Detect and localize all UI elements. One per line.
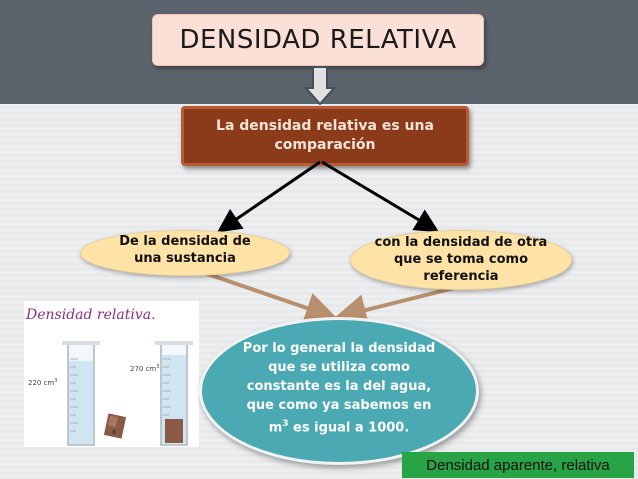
right-cylinder-sup: 3: [156, 364, 159, 370]
left-node: De la densidad de una sustancia: [80, 230, 290, 276]
comparison-box: La densidad relativa es una comparación: [181, 106, 469, 166]
right-node: con la densidad de otra que se toma como…: [350, 230, 572, 290]
footer-text: Densidad aparente, relativa: [426, 456, 610, 474]
title-box: DENSIDAD RELATIVA: [152, 14, 484, 66]
footer-label: Densidad aparente, relativa: [402, 452, 634, 478]
diagram-title: DENSIDAD RELATIVA: [179, 25, 457, 55]
center-node-line-3: constante es la del agua,: [246, 378, 432, 394]
svg-text:220 cm3: 220 cm3: [28, 378, 57, 387]
svg-text:270 cm3: 270 cm3: [130, 364, 159, 373]
comparison-line-1: La densidad relativa es una: [216, 118, 434, 134]
right-cylinder-label: 270 cm: [130, 365, 156, 373]
center-node-line-2: que se utiliza como: [268, 359, 410, 375]
center-node: Por lo general la densidad que se utiliz…: [199, 317, 479, 465]
connector-right: [321, 160, 440, 233]
center-node-line-1: Por lo general la densidad: [242, 340, 436, 356]
down-arrow-icon: [304, 66, 336, 106]
connector-right-to-center: [334, 284, 463, 326]
left-node-line-1: De la densidad de: [119, 234, 251, 249]
right-node-line-1: con la densidad de otra: [374, 235, 548, 250]
comparison-line-2: comparación: [274, 137, 376, 153]
left-cylinder-label: 220 cm: [28, 379, 54, 387]
cylinder-illustration: Densidad relativa. 220 cm3 x: [24, 301, 199, 447]
object-label: x: [112, 428, 116, 436]
center-node-line-5: m3 es igual a 1000.: [243, 415, 435, 437]
connector-left-to-center: [195, 268, 338, 324]
center-node-unit-sup: 3: [282, 418, 289, 429]
right-node-line-2: que se toma como: [393, 252, 529, 267]
center-node-line-4: que como ya sabemos en: [246, 397, 432, 413]
center-node-value: es igual a 1000.: [288, 420, 410, 436]
left-node-line-2: una sustancia: [134, 251, 236, 266]
center-node-unit: m: [268, 420, 283, 436]
graduated-cylinders-image: 220 cm3 x 270 cm3: [28, 341, 193, 446]
left-cylinder-sup: 3: [54, 378, 57, 384]
illustration-title: Densidad relativa.: [26, 307, 156, 323]
connector-left: [217, 160, 321, 233]
right-node-line-3: referencia: [423, 269, 499, 284]
